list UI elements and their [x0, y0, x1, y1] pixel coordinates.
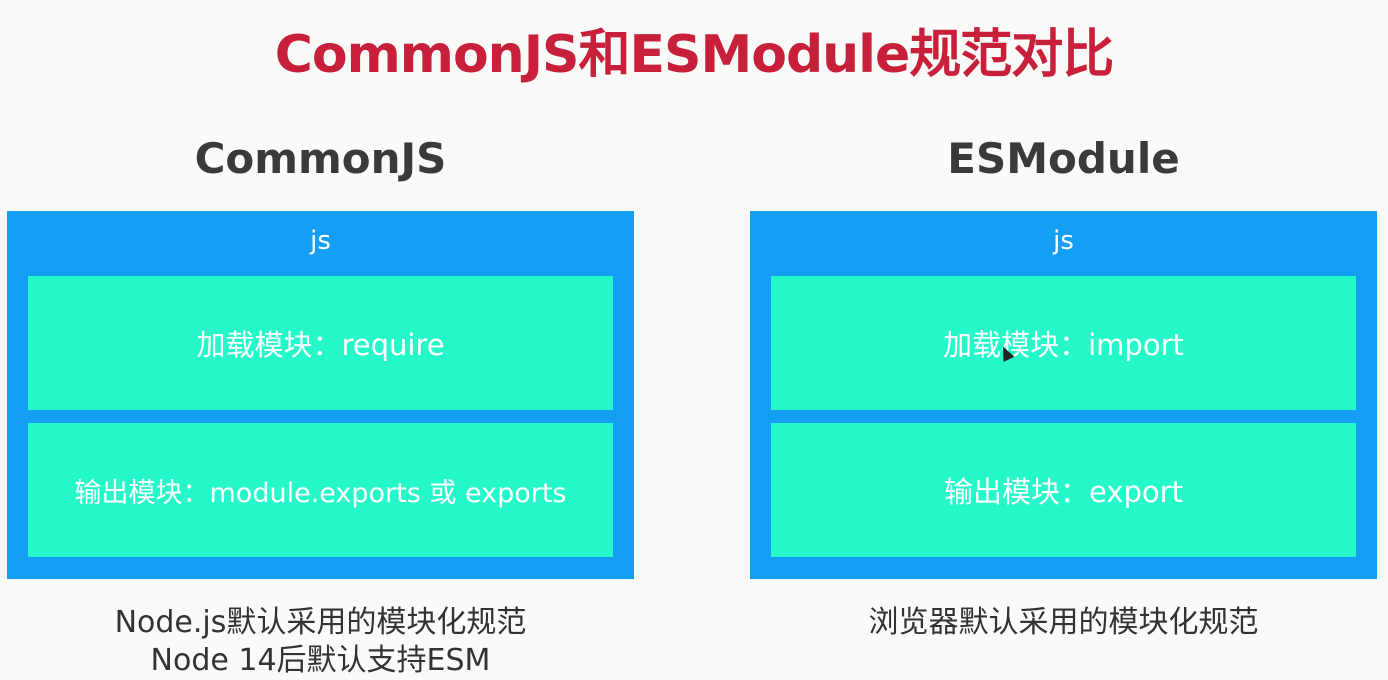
commonjs-caption-line2: Node 14后默认支持ESM [150, 643, 491, 678]
esmodule-output-text: 输出模块：export [944, 475, 1183, 509]
commonjs-heading: CommonJS [194, 134, 447, 183]
esmodule-caption: 浏览器默认采用的模块化规范 [750, 604, 1377, 642]
esmodule-panel: js 加载模块：import 输出模块：export [750, 211, 1377, 579]
esmodule-output-box: 输出模块：export [771, 423, 1356, 557]
commonjs-panel-label: js [310, 226, 331, 256]
commonjs-output-box: 输出模块：module.exports 或 exports [28, 423, 613, 557]
esmodule-load-text: 加载模块：import [943, 328, 1184, 362]
esmodule-heading: ESModule [947, 134, 1180, 183]
esmodule-panel-label: js [1053, 226, 1074, 256]
commonjs-output-text: 输出模块：module.exports 或 exports [74, 477, 567, 509]
esmodule-caption-line1: 浏览器默认采用的模块化规范 [868, 605, 1259, 640]
commonjs-caption-line1: Node.js默认采用的模块化规范 [114, 605, 527, 640]
slide-title: CommonJS和ESModule规范对比 [274, 25, 1115, 85]
commonjs-panel: js 加载模块：require 输出模块：module.exports 或 ex… [7, 211, 634, 579]
commonjs-load-text: 加载模块：require [196, 328, 445, 362]
commonjs-caption: Node.js默认采用的模块化规范 Node 14后默认支持ESM [7, 604, 634, 680]
commonjs-load-box: 加载模块：require [28, 276, 613, 410]
esmodule-load-box: 加载模块：import [771, 276, 1356, 410]
